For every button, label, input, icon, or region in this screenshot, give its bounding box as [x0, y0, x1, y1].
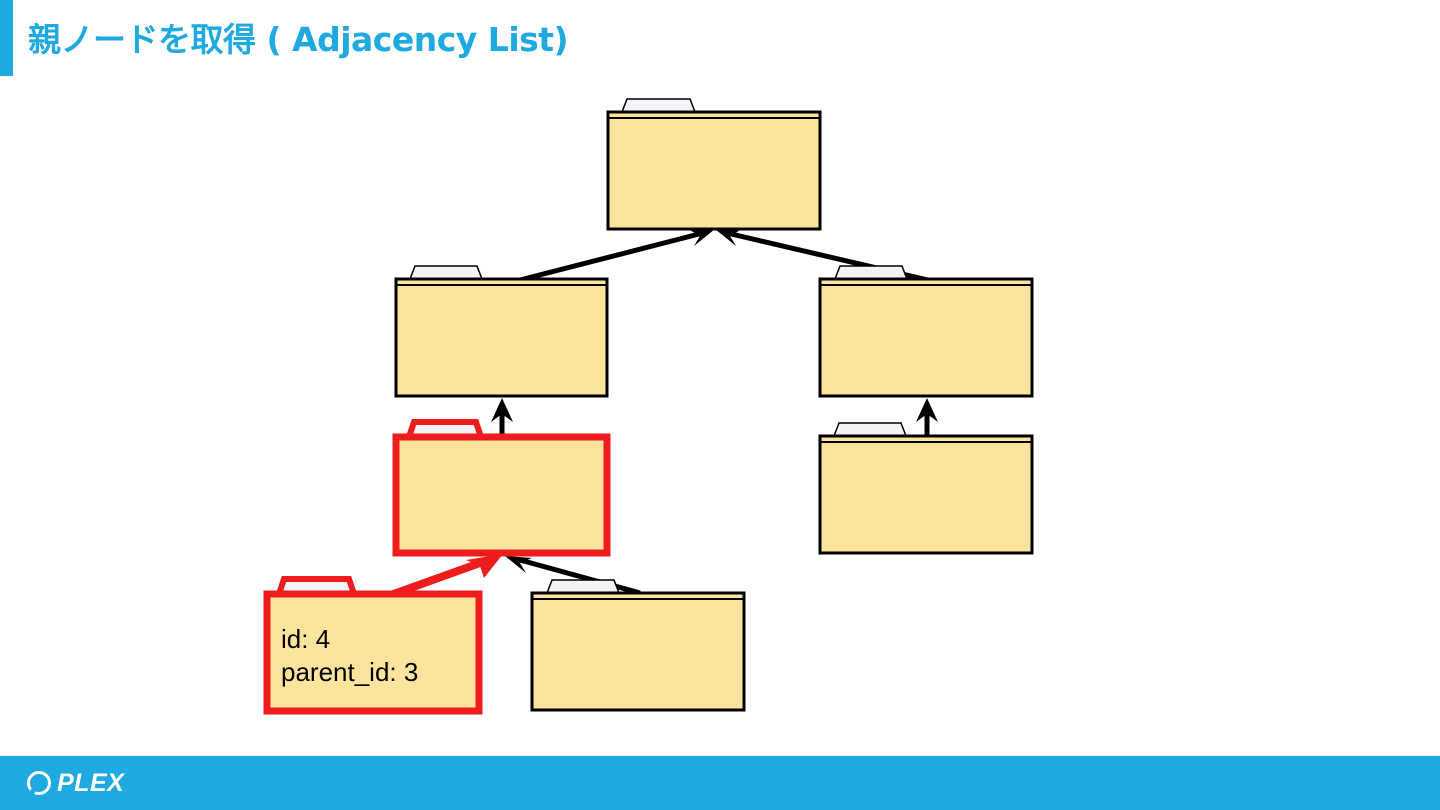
- edge-right-child-to-right: [916, 398, 938, 436]
- edge-left-to-root: [519, 229, 715, 283]
- plex-logo: PLEX: [26, 769, 124, 797]
- folder-root: [606, 98, 822, 231]
- title-accent-bar: [0, 0, 13, 76]
- edge-selected-to-parent-highlighted: [386, 554, 503, 600]
- logo-text: PLEX: [57, 769, 125, 797]
- folder-right-child: [818, 422, 1034, 555]
- folder-sibling: [530, 579, 746, 712]
- node-parent-id-label: parent_id: 3: [281, 657, 418, 687]
- footer-bar: PLEX: [0, 756, 1440, 810]
- edge-left-child-to-left: [491, 398, 513, 436]
- folder-selected-highlighted: id: 4 parent_id: 3: [263, 576, 483, 715]
- tree-diagram: id: 4 parent_id: 3: [263, 98, 1034, 715]
- slide-title: 親ノードを取得 ( Adjacency List): [28, 20, 569, 59]
- folder-right: [818, 265, 1034, 398]
- folder-left-child-highlighted: [392, 419, 611, 557]
- node-id-label: id: 4: [281, 624, 330, 654]
- plex-logo-mark-icon: [27, 771, 51, 797]
- edge-sibling-to-left-child: [505, 556, 641, 596]
- folder-left: [394, 265, 609, 398]
